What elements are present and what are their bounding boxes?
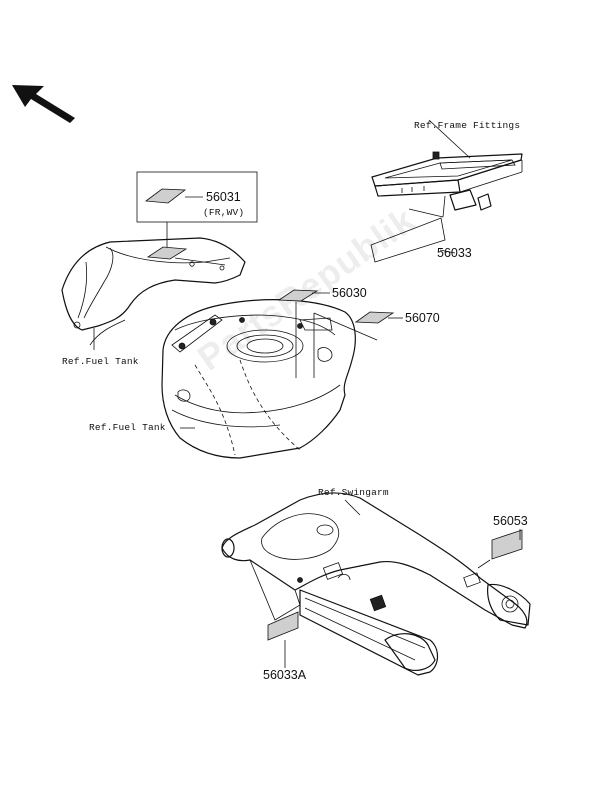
- frame-fittings-bracket: [371, 151, 523, 211]
- part-56031-note: (FR,WV): [203, 207, 245, 218]
- part-56033a: 56033A: [263, 668, 307, 682]
- ref-swingarm-label: Ref.Swingarm: [318, 487, 389, 498]
- ref-fuel-tank-lower-label: Ref.Fuel Tank: [89, 422, 166, 433]
- ref-frame-fittings-label: Ref.Frame Fittings: [414, 120, 521, 131]
- ref-fuel-tank-upper-label: Ref.Fuel Tank: [62, 356, 139, 367]
- part-56033: 56033: [437, 246, 472, 260]
- swingarm: [221, 492, 531, 676]
- fuel-tank: [161, 299, 356, 459]
- part-56070: 56070: [405, 311, 440, 325]
- part-56053: 56053: [493, 514, 528, 528]
- direction-arrow-icon: [12, 85, 75, 123]
- part-56031: 56031: [206, 190, 241, 204]
- fuel-tank-cover: [61, 237, 246, 346]
- part-56030: 56030: [332, 286, 367, 300]
